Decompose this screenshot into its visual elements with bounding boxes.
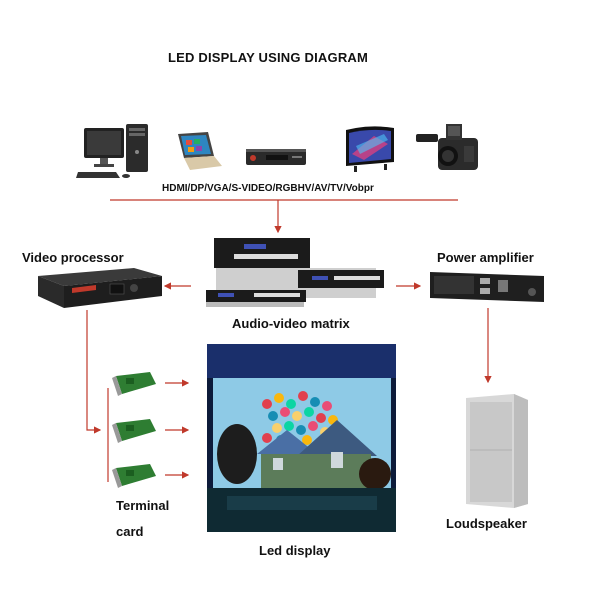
video-processor-label: Video processor xyxy=(22,250,124,265)
desktop-computer-icon xyxy=(76,122,160,182)
led-display-label: Led display xyxy=(259,543,331,558)
terminal-card-label-line2: card xyxy=(116,524,144,539)
laptop-icon xyxy=(174,132,224,174)
signal-types-label: HDMI/DP/VGA/S-VIDEO/RGBHV/AV/TV/Vobpr xyxy=(162,183,374,194)
camcorder-icon xyxy=(414,122,484,178)
loudspeaker-icon xyxy=(462,392,532,510)
audio-video-matrix-label: Audio-video matrix xyxy=(232,316,350,331)
power-amplifier-icon xyxy=(428,270,548,306)
terminal-card-icon xyxy=(112,417,158,445)
audio-video-matrix-icon xyxy=(204,236,390,308)
terminal-card-icon xyxy=(112,370,158,398)
terminal-card-label-line1: Terminal xyxy=(116,498,170,513)
power-amplifier-label: Power amplifier xyxy=(437,250,534,265)
dvd-player-icon xyxy=(244,146,308,168)
terminal-card-icon xyxy=(112,462,158,490)
television-icon xyxy=(344,124,396,176)
video-processor-icon xyxy=(34,266,164,312)
led-display-image xyxy=(207,344,396,532)
loudspeaker-label: Loudspeaker xyxy=(446,516,527,531)
processor-to-cards-line xyxy=(86,310,102,434)
diagram-title: LED DISPLAY USING DIAGRAM xyxy=(168,50,369,65)
